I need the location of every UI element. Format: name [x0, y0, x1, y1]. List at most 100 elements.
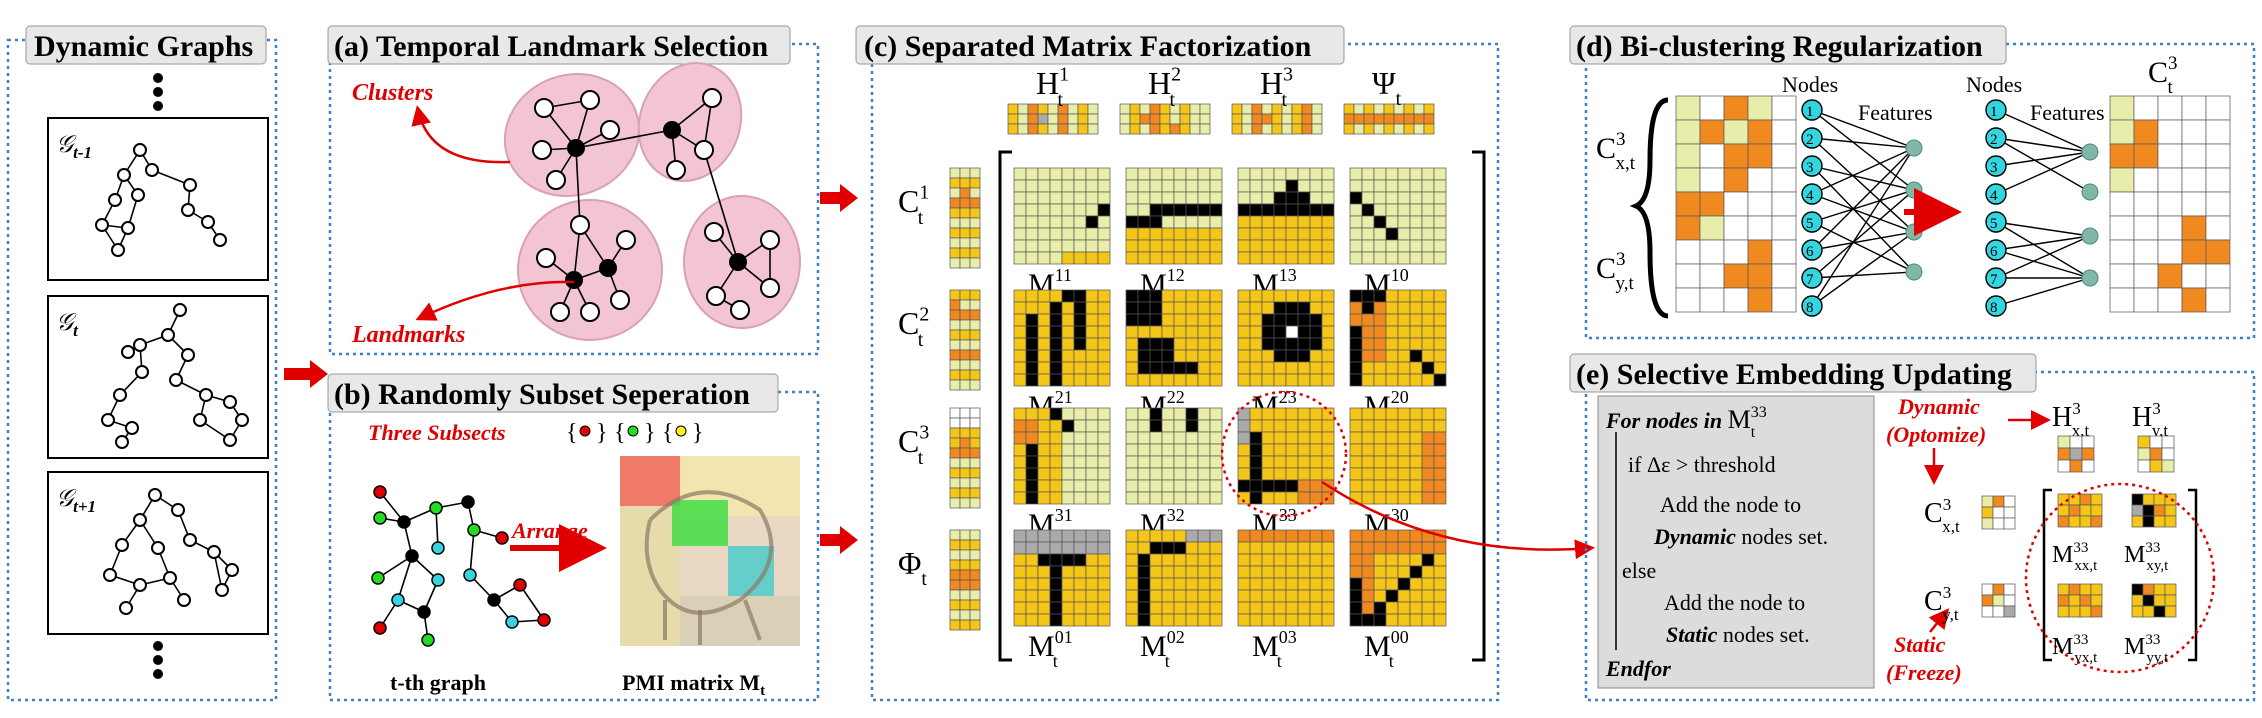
- matrix-brackets: [998, 150, 1486, 662]
- panel-c-title-bg: [855, 25, 1345, 65]
- d-node-left-7: [1801, 267, 1823, 289]
- row-strip-2: [949, 407, 981, 509]
- d-node-right-5: [1985, 211, 2007, 233]
- d-nodes-label-1: Nodes: [1782, 72, 1838, 97]
- e-myy-block: [2131, 583, 2177, 618]
- d-node-left-num-8: 8: [1806, 300, 1814, 316]
- matrix-block-10: [1349, 167, 1447, 265]
- d-node-left-6: [1801, 239, 1823, 261]
- matrix-block-01: [1013, 529, 1111, 627]
- arrow-a-to-c: [820, 184, 858, 212]
- row-strip-1: [949, 289, 981, 391]
- dynamic-graphs-title-bg: [25, 25, 267, 65]
- e-hx-strip: [2057, 435, 2095, 473]
- landmark-nodes: [565, 121, 747, 289]
- d-node-left-num-2: 2: [1806, 132, 1814, 148]
- panel-d-title: (d) Bi-clustering Regularization: [1576, 30, 1983, 63]
- matrix-block-02: [1125, 529, 1223, 627]
- arrow-graphs-to-ab: [284, 360, 328, 388]
- panel-b-nodes: [371, 485, 551, 647]
- col-strip-3: [1343, 103, 1435, 135]
- d-node-left-num-4: 4: [1806, 188, 1814, 204]
- arrow-m33-to-e: [1321, 480, 1595, 560]
- svg-text:{: {: [614, 420, 626, 446]
- arrange-label: Arrange: [510, 518, 588, 543]
- d-node-left-num-5: 5: [1806, 216, 1814, 232]
- panel-a-nodes: [532, 88, 780, 322]
- e-mxy-block: [2131, 493, 2177, 528]
- d-node-left-2: [1801, 127, 1823, 149]
- d-node-right-4: [1985, 183, 2007, 205]
- matrix-block-33: [1237, 407, 1335, 505]
- matrix-block-22: [1125, 289, 1223, 387]
- d-features-label-1: Features: [1858, 100, 1933, 125]
- d-brace: [1629, 97, 1669, 319]
- algo-add1: Add the node to: [1660, 492, 1801, 517]
- d-node-right-3: [1985, 155, 2007, 177]
- matrix-block-00: [1349, 529, 1447, 627]
- pmi-caption: PMI matrix Mt: [622, 670, 765, 699]
- three-subsets-label: Three Subsects: [368, 420, 506, 445]
- d-features-label-2: Features: [2030, 100, 2105, 125]
- d-node-right-1: [1985, 99, 2007, 121]
- panel-d-box: [1584, 42, 2256, 340]
- d-node-right-num-6: 6: [1990, 244, 1998, 260]
- dynamic-graphs-title: Dynamic Graphs: [34, 30, 253, 63]
- algo-static-line: Static nodes set.: [1666, 622, 1810, 647]
- e-mxx-block: [2057, 493, 2103, 528]
- d-node-right-num-1: 1: [1990, 104, 1998, 120]
- d-node-left-1: [1801, 99, 1823, 121]
- d-node-right-num-8: 8: [1990, 300, 1998, 316]
- matrix-block-31: [1013, 407, 1111, 505]
- panel-e-title-bg: [1569, 353, 2037, 393]
- panel-d-title-bg: [1569, 25, 2007, 65]
- graph-frame-prev: 𝒢t-1: [47, 117, 269, 281]
- algo-else: else: [1622, 558, 1656, 583]
- d-node-right-num-7: 7: [1990, 272, 1998, 288]
- d-node-left-num-1: 1: [1806, 104, 1814, 120]
- ellipsis-bottom: [153, 641, 163, 679]
- subset-legend: { } { } { }: [566, 420, 704, 446]
- matrix-block-30: [1349, 407, 1447, 505]
- algo-if-line: if Δε > threshold: [1628, 452, 1776, 477]
- d-feature-left-3: [1905, 263, 1923, 281]
- dynamic-label: Dynamic: [1897, 394, 1980, 419]
- graph-frame-current: 𝒢t: [47, 295, 269, 459]
- m33-highlight-circle: [1220, 390, 1348, 518]
- panel-c-title: (c) Separated Matrix Factorization: [864, 30, 1312, 63]
- static-label: Static: [1894, 632, 1946, 657]
- d-feature-right-0: [2081, 143, 2099, 161]
- d-node-left-8: [1801, 295, 1823, 317]
- col-strip-0: [1007, 103, 1099, 135]
- d-node-right-7: [1985, 267, 2007, 289]
- cluster-ellipses: [503, 62, 801, 341]
- e-cy-strip: [1981, 583, 2016, 618]
- landmarks-label: Landmarks: [351, 322, 465, 348]
- clusters-arrow: [411, 105, 511, 164]
- d-feature-left-0: [1905, 139, 1923, 157]
- graph-label-next: 𝒢t+1: [56, 486, 96, 516]
- matrix-block-23: [1237, 289, 1335, 387]
- panel-c-box: [870, 42, 1500, 702]
- d-feature-right-2: [2081, 227, 2099, 245]
- freeze-label: (Freeze): [1886, 660, 1962, 685]
- d-node-left-num-7: 7: [1806, 272, 1814, 288]
- graph-label-current: 𝒢t: [56, 310, 79, 340]
- selective-update-content: [1981, 435, 2177, 618]
- col-header-3: Ψt: [1372, 65, 1402, 110]
